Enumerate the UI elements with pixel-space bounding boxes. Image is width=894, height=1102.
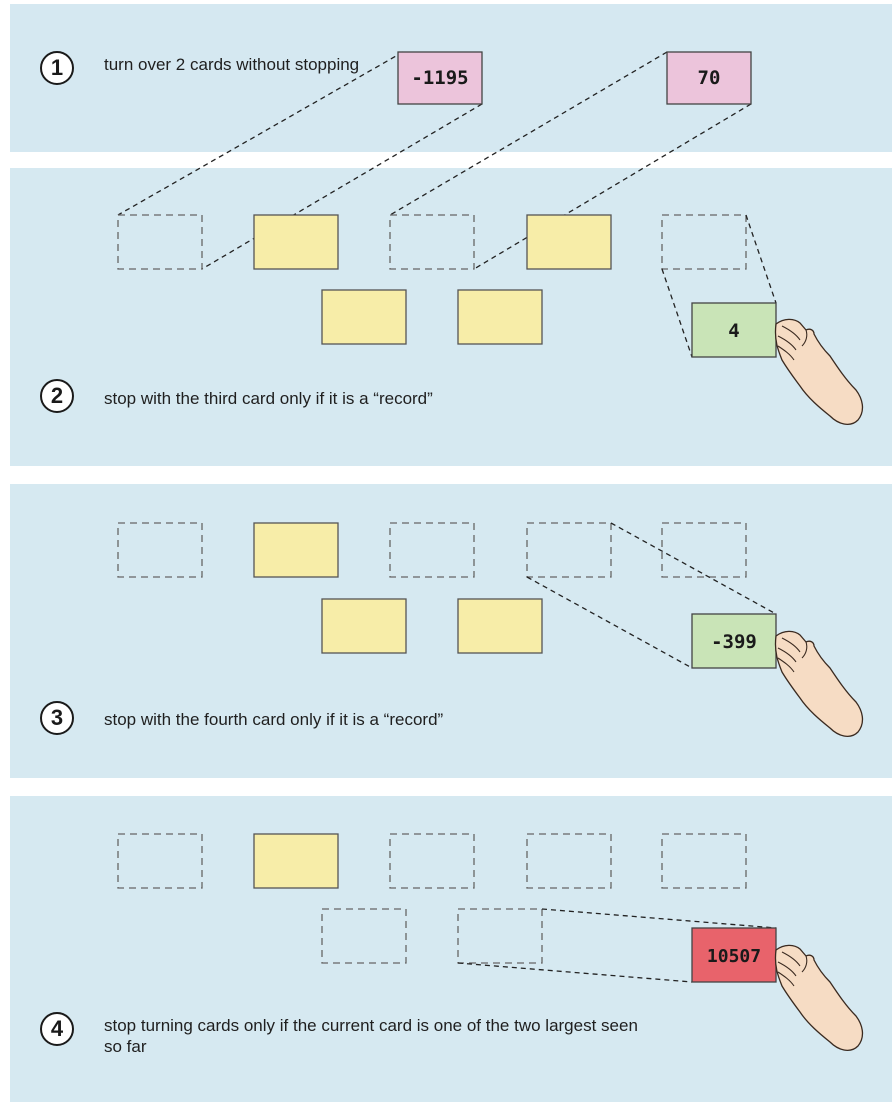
- empty-card-slot: [662, 834, 746, 888]
- face-down-card: [254, 523, 338, 577]
- hand-icon: [775, 319, 862, 424]
- step-1-connector-line: [118, 52, 403, 215]
- step-2-card-row: [118, 215, 746, 344]
- face-down-card: [458, 599, 542, 653]
- step-3-held-card: -399: [692, 614, 776, 668]
- empty-card-slot: [322, 909, 406, 963]
- empty-card-slot: [118, 523, 202, 577]
- step-1-card-b-value: 70: [698, 67, 721, 89]
- face-down-card: [254, 215, 338, 269]
- empty-card-slot: [390, 523, 474, 577]
- face-down-card: [458, 290, 542, 344]
- step-3-connector-line: [611, 523, 776, 614]
- hand-icon: [775, 631, 862, 736]
- step-3-card-row: [118, 523, 746, 653]
- step-1-card-a-value: -1195: [411, 67, 468, 89]
- empty-card-slot: [118, 215, 202, 269]
- empty-card-slot: [118, 834, 202, 888]
- empty-card-slot: [662, 523, 746, 577]
- step-1-connector-line: [202, 104, 482, 269]
- step-3-connector-line: [527, 577, 692, 668]
- step-4-held-card: 10507: [692, 928, 776, 982]
- face-down-card: [254, 834, 338, 888]
- face-down-card: [322, 290, 406, 344]
- step-4-connector-line: [458, 963, 692, 982]
- hand-icon: [775, 945, 862, 1050]
- empty-card-slot: [390, 215, 474, 269]
- step-1-card-a: -1195: [398, 52, 482, 104]
- step-4-card-row: [118, 834, 746, 963]
- step-3-card-value: -399: [711, 631, 757, 653]
- step-2-held-card: 4: [692, 303, 776, 357]
- step-2-connector-line: [746, 215, 776, 303]
- face-down-card: [527, 215, 611, 269]
- step-1-card-b: 70: [667, 52, 751, 104]
- face-down-card: [322, 599, 406, 653]
- empty-card-slot: [458, 909, 542, 963]
- empty-card-slot: [662, 215, 746, 269]
- step-4-connector-line: [542, 909, 776, 928]
- empty-card-slot: [390, 834, 474, 888]
- step-4-card-value: 10507: [707, 946, 761, 967]
- empty-card-slot: [527, 523, 611, 577]
- step-2-connector-line: [662, 269, 692, 357]
- step-1-connector-line: [474, 104, 751, 269]
- step-2-card-value: 4: [728, 320, 739, 342]
- empty-card-slot: [527, 834, 611, 888]
